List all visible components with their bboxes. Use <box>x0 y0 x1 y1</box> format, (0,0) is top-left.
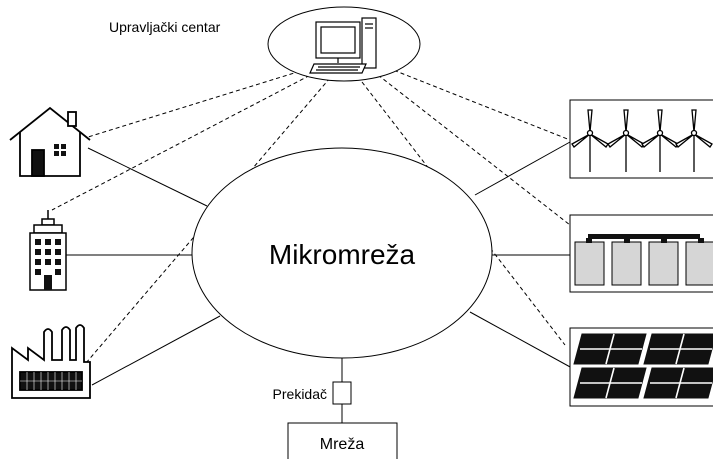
battery-storage-icon <box>569 214 713 293</box>
breaker-label: Prekidač <box>273 386 327 402</box>
control-center <box>267 6 421 82</box>
computer-icon <box>309 17 377 74</box>
factory-icon <box>11 324 91 399</box>
control-link-house <box>87 64 321 138</box>
microgrid-label: Mikromreža <box>269 239 416 270</box>
power-link-factory <box>91 315 221 386</box>
grid-label: Mreža <box>320 436 365 453</box>
house-icon <box>9 106 91 177</box>
wind-turbine-1 <box>571 109 609 172</box>
power-links <box>66 141 573 423</box>
control-link-battery <box>377 74 571 226</box>
power-link-house <box>87 147 208 207</box>
control-link-solar <box>361 81 566 346</box>
power-link-solar <box>469 311 573 369</box>
office-building-icon <box>29 210 67 291</box>
microgrid-ellipse <box>191 147 493 359</box>
control-link-building <box>51 68 323 211</box>
breaker-icon <box>332 381 352 405</box>
control-link-wind <box>367 59 571 141</box>
solar-panels-icon <box>569 327 713 407</box>
control-center-label: Upravljački centar <box>109 19 221 35</box>
power-link-wind <box>474 141 571 196</box>
wind-turbine-2 <box>607 109 645 172</box>
wind-turbine-4 <box>675 109 713 172</box>
grid-box <box>287 422 398 459</box>
wind-turbines-icon <box>569 99 713 179</box>
